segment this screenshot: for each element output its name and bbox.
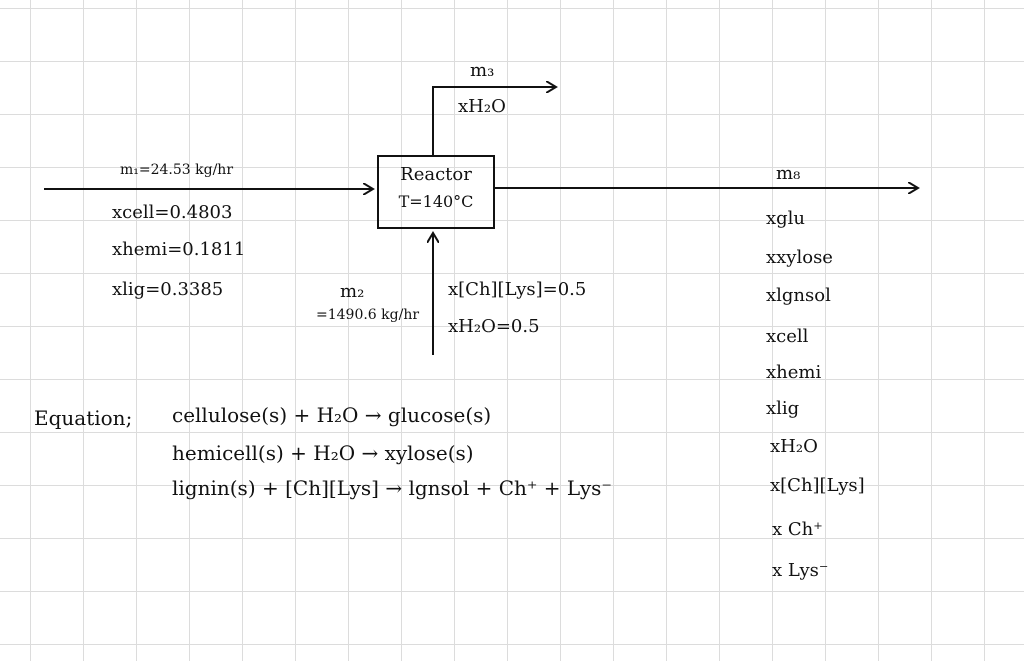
- equation-hemicellulose: hemicell(s) + H₂O → xylose(s): [172, 441, 474, 465]
- stream-8-composition-cell: xcell: [766, 326, 809, 347]
- stream-8-composition-lig: xlig: [766, 398, 800, 419]
- stream-8-composition-ionic-liquid: x[Ch][Lys]: [770, 475, 865, 496]
- stream-8-composition-lgnsol: xlgnsol: [766, 285, 831, 306]
- stream-3-composition-h2o: xH₂O: [458, 96, 506, 117]
- reactor-temperature: T=140°C: [398, 192, 474, 211]
- stream-3-label: m₃: [470, 60, 495, 81]
- reactor-name: Reactor: [400, 164, 472, 185]
- stream-1-label: m₁=24.53 kg/hr: [120, 162, 234, 178]
- stream-2-composition-h2o: xH₂O=0.5: [448, 316, 540, 337]
- stream-8-composition-glu: xglu: [766, 208, 806, 229]
- equation-lignin: lignin(s) + [Ch][Lys] → lgnsol + Ch⁺ + L…: [172, 476, 612, 500]
- outlet-stream-3-arrow: [432, 87, 556, 155]
- stream-8-composition-xylose: xxylose: [766, 247, 833, 268]
- stream-8-composition-h2o: xH₂O: [770, 436, 818, 457]
- stream-2-label: m₂: [340, 281, 365, 302]
- stream-8-composition-hemi: xhemi: [766, 362, 822, 383]
- stream-1-composition-cell: xcell=0.4803: [112, 202, 233, 223]
- stream-8-composition-ch: x Ch⁺: [772, 519, 823, 540]
- stream-8-label: m₈: [776, 163, 801, 184]
- stream-8-composition-lys: x Lys⁻: [772, 560, 829, 581]
- stream-1-composition-lig: xlig=0.3385: [112, 279, 224, 300]
- equation-cellulose: cellulose(s) + H₂O → glucose(s): [172, 403, 492, 427]
- stream-2-flow: =1490.6 kg/hr: [316, 307, 420, 323]
- reactor-box: Reactor T=140°C: [377, 155, 495, 229]
- stream-2-composition-ionic-liquid: x[Ch][Lys]=0.5: [448, 279, 587, 300]
- stream-1-composition-hemi: xhemi=0.1811: [112, 239, 246, 260]
- equation-heading: Equation;: [34, 406, 133, 430]
